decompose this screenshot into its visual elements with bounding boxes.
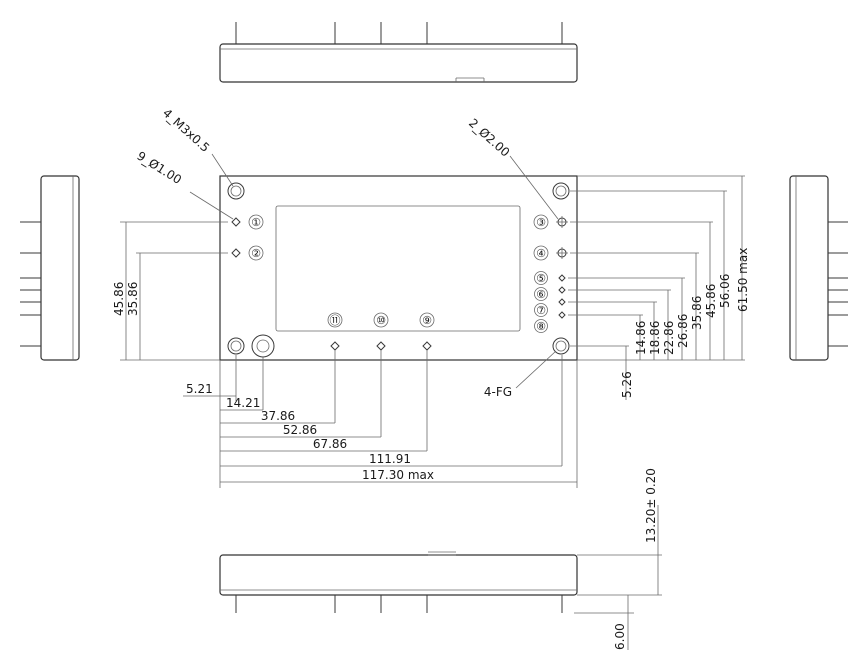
pin-label-8: ⑧ xyxy=(536,320,546,333)
dim-y-right-18-86: 18.86 xyxy=(648,321,662,355)
dim-y-left-45-86: 45.86 xyxy=(112,282,126,316)
dim-y-right-22-86: 22.86 xyxy=(662,321,676,355)
mount-hole-bottom-right xyxy=(552,337,570,355)
dim-x-67-86: 67.86 xyxy=(313,437,347,451)
dim-x-5-21: 5.21 xyxy=(186,382,213,396)
dim-x-111-91: 111.91 xyxy=(369,452,411,466)
mount-hole-top-left xyxy=(227,182,245,200)
dim-pin-length: 6.00 xyxy=(613,623,627,650)
height-dimensions: 13.20± 0.20 6.00 xyxy=(574,468,662,650)
pin-label-4: ④ xyxy=(536,247,546,260)
mount-hole-bottom-left xyxy=(227,337,245,355)
right-vertical-dimensions: 5.26 14.86 18.86 22.86 26.86 35.86 45.86… xyxy=(568,175,750,400)
callout-pin-holes: 9_Ø1.00 xyxy=(134,149,184,187)
top-side-view xyxy=(219,22,578,83)
pin-label-1: ① xyxy=(251,216,261,229)
pin-label-7: ⑦ xyxy=(536,304,546,317)
pin-label-3: ③ xyxy=(536,216,546,229)
dim-x-52-86: 52.86 xyxy=(283,423,317,437)
dim-y-right-61-50: 61.50 max xyxy=(736,248,750,312)
left-vertical-dimensions: 45.86 35.86 xyxy=(112,221,228,361)
dim-x-117-30: 117.30 max xyxy=(362,468,434,482)
dim-y-right-56-06: 56.06 xyxy=(718,274,732,308)
pin-4: ④ xyxy=(533,245,568,261)
pin-7: ⑦ xyxy=(534,298,566,317)
left-side-view xyxy=(20,175,80,361)
bottom-side-view xyxy=(219,551,578,613)
dim-x-37-86: 37.86 xyxy=(261,409,295,423)
dim-y-right-5-26: 5.26 xyxy=(620,371,634,398)
right-side-view xyxy=(789,175,848,361)
pin-3: ③ xyxy=(533,214,568,230)
pin-label-10: ⑩ xyxy=(376,314,386,327)
horizontal-dimensions: 5.21 14.21 37.86 52.86 67.86 111.91 117.… xyxy=(183,350,578,488)
dim-y-right-45-86: 45.86 xyxy=(704,284,718,318)
mount-hole-top-right xyxy=(552,182,570,200)
dim-y-left-35-86: 35.86 xyxy=(126,282,140,316)
pin-label-2: ② xyxy=(251,247,261,260)
pin-label-6: ⑥ xyxy=(536,288,546,301)
dim-y-right-14-86: 14.86 xyxy=(634,321,648,355)
pin-8: ⑧ xyxy=(534,311,566,333)
dim-x-14-21: 14.21 xyxy=(226,396,260,410)
pin-5: ⑤ xyxy=(534,271,566,285)
callout-locator-holes: 2_Ø2.00 xyxy=(466,116,512,160)
pin-1: ① xyxy=(231,214,264,230)
pin-label-5: ⑤ xyxy=(536,272,546,285)
callout-frame-ground: 4-FG xyxy=(484,385,512,399)
dim-y-right-35-86: 35.86 xyxy=(690,296,704,330)
pin-2: ② xyxy=(231,245,264,261)
front-view: ① ② ③ ④ ⑤ ⑥ xyxy=(219,175,578,361)
pin-label-9: ⑨ xyxy=(422,314,432,327)
pin-label-11: ⑪ xyxy=(330,314,341,327)
callout-mount-holes: 4_M3x0.5 xyxy=(160,106,212,155)
dim-y-right-26-86: 26.86 xyxy=(676,314,690,348)
dim-body-height: 13.20± 0.20 xyxy=(644,468,658,543)
pin-6: ⑥ xyxy=(534,286,566,301)
